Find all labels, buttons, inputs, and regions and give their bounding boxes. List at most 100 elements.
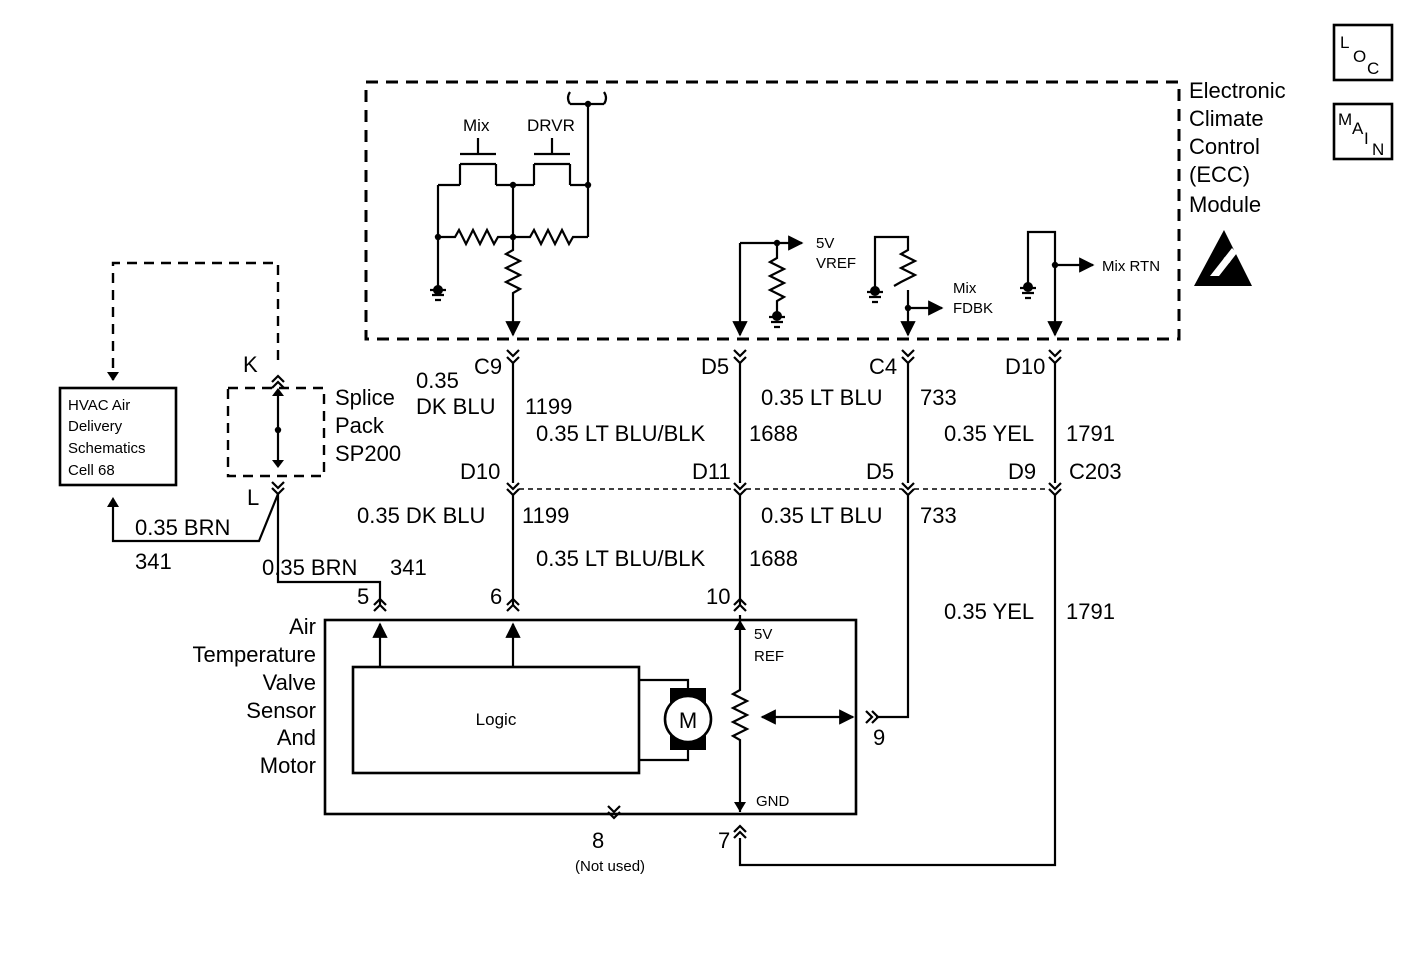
pin-d10-mid: D10	[460, 459, 500, 484]
ecc-title-line-1: Electronic	[1189, 78, 1286, 103]
hvac-ref-line-1: HVAC Air	[68, 397, 130, 414]
brn-circuit-a: 341	[135, 549, 172, 574]
position-potentiometer	[730, 615, 750, 812]
hvac-reference-box	[58, 386, 178, 487]
motor-icon: M	[663, 688, 713, 750]
loc-letter-o: O	[1353, 47, 1366, 66]
loc-icon[interactable]: L O C	[1332, 23, 1394, 82]
mix-switch-label: Mix	[463, 116, 490, 135]
vref-label-2: VREF	[816, 255, 856, 272]
mix-fdbk-label-1: Mix	[953, 280, 977, 297]
yel-upper: 0.35 YEL	[944, 421, 1034, 446]
sensor-pin-5: 5	[357, 584, 369, 609]
dkblu-lower: 0.35 DK BLU	[357, 503, 485, 528]
loc-icon-frame	[1332, 23, 1394, 82]
main-letter-n: N	[1372, 140, 1384, 159]
sensor-title-2: Temperature	[192, 642, 316, 667]
motor-label: M	[679, 708, 697, 733]
splice-label-3: SP200	[335, 441, 401, 466]
brn-wire-to-hvac	[111, 493, 280, 543]
ecc-title-line-2: Climate	[1189, 106, 1264, 131]
ltblublk-circuit-lower: 1688	[749, 546, 798, 571]
ltblublk-circuit-upper: 1688	[749, 421, 798, 446]
main-letter-m: M	[1338, 110, 1352, 129]
ltblu-lower: 0.35 LT BLU	[761, 503, 882, 528]
upper-wires	[511, 363, 1057, 483]
yel-lower: 0.35 YEL	[944, 599, 1034, 624]
pin-c4: C4	[869, 354, 897, 379]
sensor-title-5: And	[277, 725, 316, 750]
sensor-pin-8: 8	[592, 828, 604, 853]
lower-wires	[511, 495, 1057, 867]
hvac-ref-line-2: Delivery	[68, 418, 123, 435]
splice-pin-l: L	[247, 485, 259, 510]
lower-wire-labels: 0.35 DK BLU 1199 0.35 LT BLU/BLK 1688 0.…	[357, 503, 1115, 624]
ecc-module: Electronic Climate Control (ECC) Module …	[364, 78, 1286, 341]
brn-wire-to-sensor	[276, 494, 382, 605]
pin-d5-mid: D5	[866, 459, 894, 484]
splice-label-2: Pack	[335, 413, 385, 438]
ecc-title-line-4: (ECC)	[1189, 162, 1250, 187]
vref-circuit: 5V VREF	[732, 235, 856, 337]
logic-label: Logic	[476, 710, 517, 729]
sensor-title-4: Sensor	[246, 698, 316, 723]
top-connector: C9 D5 C4 D10	[474, 349, 1062, 379]
sensor-pin-9: 9	[873, 725, 885, 750]
loc-letter-c: C	[1367, 59, 1379, 78]
splice-label-1: Splice	[335, 385, 395, 410]
pin-d10-top: D10	[1005, 354, 1045, 379]
brn-label-a: 0.35 BRN	[135, 515, 230, 540]
ltblu-circuit-lower: 733	[920, 503, 957, 528]
logic-block	[351, 665, 641, 775]
dkblu-size-upper: 0.35	[416, 368, 459, 393]
hvac-dashed-arrow	[107, 372, 119, 381]
pin-8-not-used: (Not used)	[575, 858, 645, 875]
ltblu-upper: 0.35 LT BLU	[761, 385, 882, 410]
hvac-reference-link[interactable]: HVAC Air Delivery Schematics Cell 68	[58, 386, 178, 487]
sensor-title-6: Motor	[260, 753, 316, 778]
main-icon-frame	[1332, 102, 1394, 161]
yel-circuit-lower: 1791	[1066, 599, 1115, 624]
sensor-ref-1: 5V	[754, 626, 772, 643]
dkblu-circuit-lower: 1199	[522, 503, 569, 528]
dkblu-color-upper: DK BLU	[416, 394, 495, 419]
main-icon[interactable]: M A I N	[1332, 102, 1394, 161]
dkblu-circuit-upper: 1199	[525, 394, 572, 419]
main-letter-a: A	[1352, 119, 1364, 138]
pin-d11-mid: D11	[692, 459, 731, 484]
drvr-switch-label: DRVR	[527, 116, 575, 135]
sensor-title-1: Air	[289, 614, 316, 639]
mix-rtn-label: Mix RTN	[1102, 258, 1160, 275]
hvac-ref-line-4: Cell 68	[68, 462, 115, 479]
splice-pack-boundary	[226, 386, 326, 478]
esd-warning-icon	[1194, 230, 1252, 286]
sensor-gnd: GND	[756, 793, 790, 810]
ltblublk-lower: 0.35 LT BLU/BLK	[536, 546, 706, 571]
upper-wire-labels: 0.35 DK BLU 1199 0.35 LT BLU/BLK 1688 0.…	[416, 368, 1115, 446]
brn-circuit-b: 341	[390, 555, 427, 580]
air-temp-valve-sensor-motor: Air Temperature Valve Sensor And Motor 5…	[192, 584, 885, 875]
pin-c9: C9	[474, 354, 502, 379]
pin-d9-mid: D9	[1008, 459, 1036, 484]
yel-circuit-upper: 1791	[1066, 421, 1115, 446]
sensor-pin-7: 7	[718, 828, 730, 853]
hvac-ref-line-3: Schematics	[68, 440, 146, 457]
c203-label: C203	[1069, 459, 1122, 484]
ecc-title-line-3: Control	[1189, 134, 1260, 159]
fet-switches: Mix DRVR	[430, 91, 608, 337]
mix-rtn-circuit: Mix RTN	[1020, 230, 1160, 337]
ecc-title-line-5: Module	[1189, 192, 1261, 217]
pin-d5-top: D5	[701, 354, 729, 379]
splice-pin-k: K	[243, 352, 258, 377]
main-letter-i: I	[1364, 129, 1369, 148]
mix-fdbk-circuit: Mix FDBK	[867, 235, 993, 337]
sensor-pin-6: 6	[490, 584, 502, 609]
hvac-dashed-route	[111, 261, 280, 380]
splice-pack-sp200: Splice Pack SP200 K L	[226, 352, 401, 510]
ltblublk-upper: 0.35 LT BLU/BLK	[536, 421, 706, 446]
sensor-ref-2: REF	[754, 648, 784, 665]
ecc-module-boundary	[364, 80, 1181, 341]
vref-label-1: 5V	[816, 235, 834, 252]
sensor-pin-10: 10	[706, 584, 730, 609]
